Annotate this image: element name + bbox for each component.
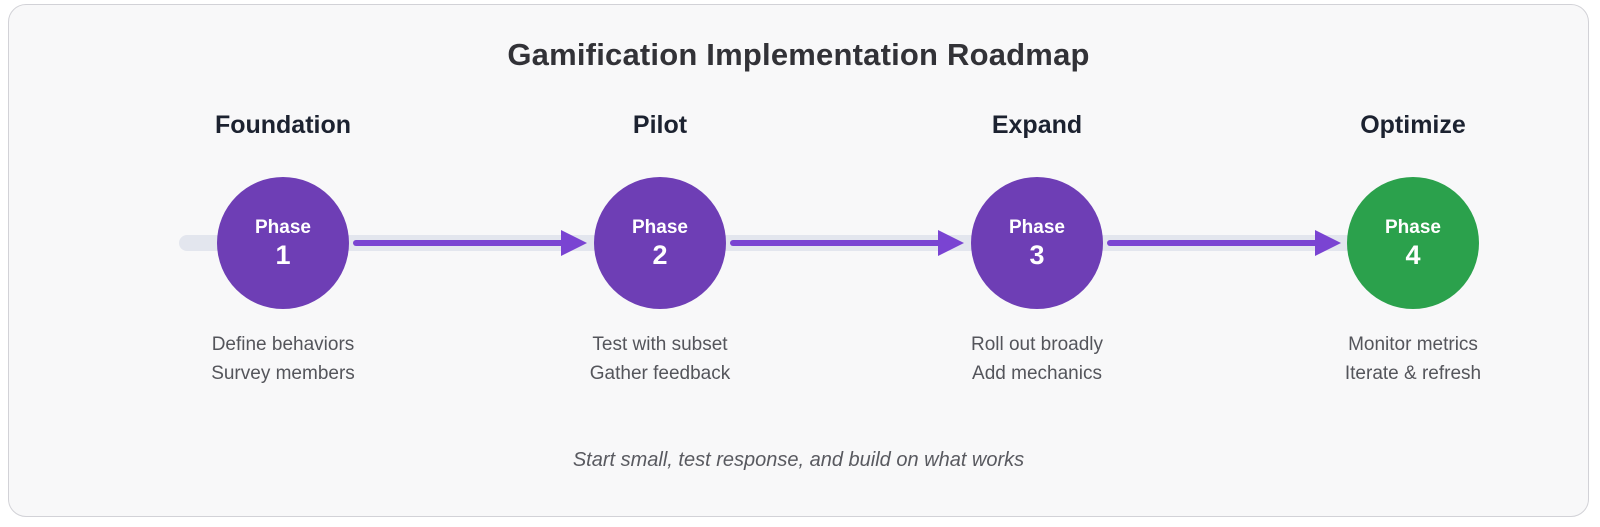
phase-circle-number: 1 [275, 239, 291, 270]
page-title: Gamification Implementation Roadmap [507, 37, 1090, 72]
arrow-line [730, 240, 942, 246]
phase-description: Roll out broadly Add mechanics [971, 330, 1103, 388]
phase-header: Optimize [1360, 111, 1466, 139]
phase-desc-line: Gather feedback [589, 363, 731, 384]
phase-desc-line: Monitor metrics [1348, 334, 1478, 355]
phase-header: Foundation [214, 111, 352, 139]
arrow-line [353, 240, 565, 246]
phase-column-foundation: Foundation Phase 1 Define behaviors Surv… [143, 109, 423, 388]
arrow-connector-1 [353, 230, 587, 256]
phase-circle-label: Phase [632, 216, 688, 238]
phase-column-optimize: Optimize Phase 4 Monitor metrics Iterate… [1273, 109, 1553, 388]
arrow-head-icon [1315, 230, 1341, 256]
arrow-connector-2 [730, 230, 964, 256]
phase-desc-line: Add mechanics [972, 363, 1102, 384]
phase-column-pilot: Pilot Phase 2 Test with subset Gather fe… [520, 109, 800, 388]
phase-circle-label: Phase [1009, 216, 1065, 238]
roadmap-card: Gamification Implementation Roadmap Foun… [8, 4, 1589, 517]
phase-desc-line: Roll out broadly [970, 334, 1104, 355]
phase-desc-line: Iterate & refresh [1344, 363, 1482, 384]
phase-header: Pilot [632, 111, 688, 139]
arrow-connector-3 [1107, 230, 1341, 256]
phase-circle-number: 3 [1029, 239, 1045, 270]
phase-circle: Phase 2 [594, 177, 726, 309]
phase-column-expand: Expand Phase 3 Roll out broadly Add mech… [897, 109, 1177, 388]
phase-circle: Phase 1 [217, 177, 349, 309]
phase-header: Expand [991, 111, 1083, 139]
phase-description: Monitor metrics Iterate & refresh [1345, 330, 1481, 388]
phase-circle-label: Phase [1385, 216, 1441, 238]
phase-desc-line: Survey members [211, 363, 355, 384]
phase-desc-line: Define behaviors [211, 334, 355, 355]
footnote-text: Start small, test response, and build on… [572, 449, 1025, 471]
arrow-head-icon [561, 230, 587, 256]
phase-circle-label: Phase [255, 216, 311, 238]
phase-circle: Phase 3 [971, 177, 1103, 309]
arrow-line [1107, 240, 1319, 246]
arrow-head-icon [938, 230, 964, 256]
phase-description: Define behaviors Survey members [211, 330, 355, 388]
phase-circle-number: 2 [652, 239, 668, 270]
phase-circle-number: 4 [1405, 239, 1421, 270]
roadmap-diagram: Foundation Phase 1 Define behaviors Surv… [9, 5, 1588, 516]
phase-description: Test with subset Gather feedback [590, 330, 730, 388]
phase-circle: Phase 4 [1347, 177, 1479, 309]
phase-desc-line: Test with subset [592, 334, 728, 355]
